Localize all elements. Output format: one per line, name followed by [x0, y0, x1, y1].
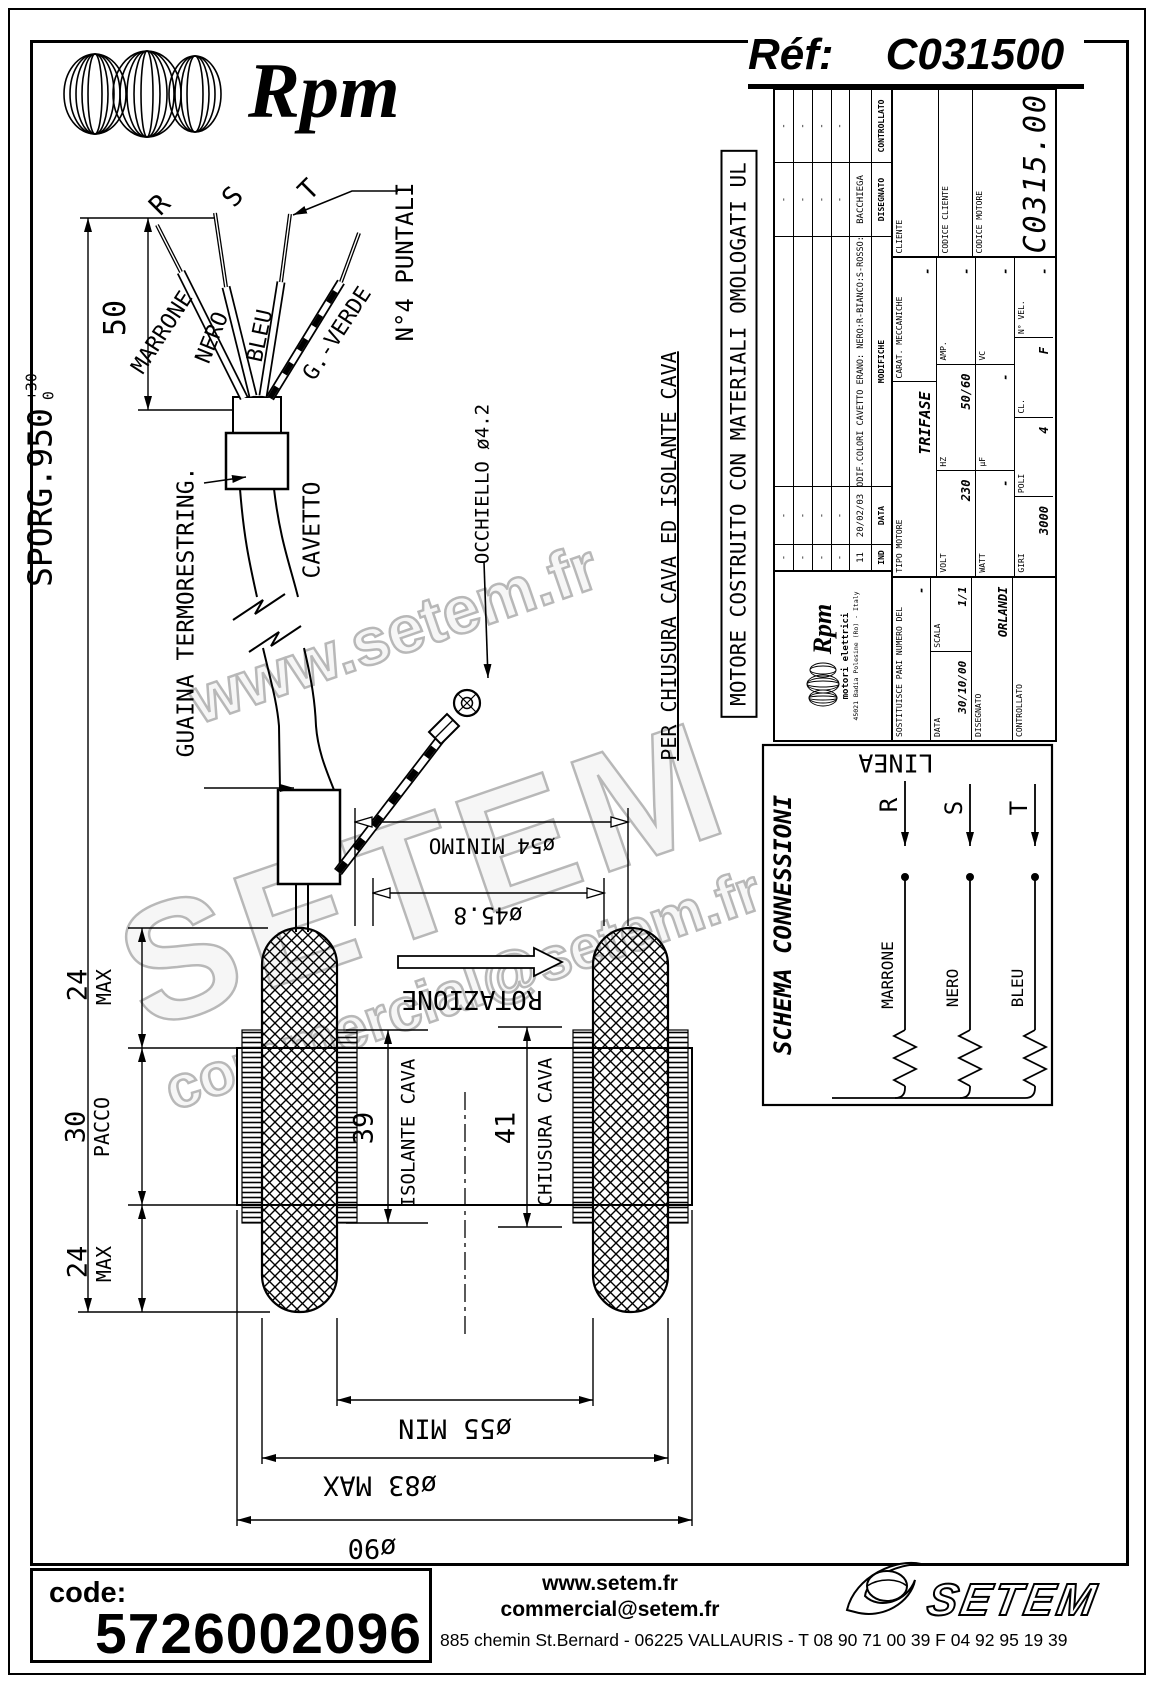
dim-24-bot-max: MAX: [92, 1245, 116, 1283]
code-label: code:: [49, 1577, 127, 1609]
note-motore-ul: MOTORE COSTRUITO CON MATERIALI OMOLOGATI…: [720, 150, 758, 718]
label-rotazione: ROTAZIONE: [401, 984, 543, 1014]
label-guaina: GUAINA TERMORESTRING.: [173, 466, 200, 758]
field-cl: CL. F: [1015, 337, 1053, 417]
rpm-logo: Rpm: [52, 52, 400, 130]
field-amp: AMP. -: [939, 267, 973, 361]
sporg-value: SPORG.950: [20, 408, 60, 587]
sporg-tol-minus: 0: [39, 391, 57, 401]
title-block-sub: motori elettrici: [841, 612, 851, 700]
code-value: 5726002096: [95, 1602, 423, 1666]
title-block-brand: Rpm: [808, 603, 837, 655]
setem-logo-icon: [845, 1561, 922, 1615]
rpm-logo-text: Rpm: [248, 47, 400, 134]
field-codice-motore: CODICE MOTORE C0315.00: [975, 93, 1053, 254]
field-giri: GIRI 3000: [1015, 496, 1053, 576]
dim-83: ø83 MAX: [323, 1469, 437, 1501]
field-scala: SCALA 1/1: [933, 586, 969, 648]
title-block-logo: Rpm motori elettrici 45021 Badia Polesin…: [775, 570, 891, 740]
dim-30-pacco: PACCO: [90, 1096, 114, 1158]
field-cliente: CLIENTE: [893, 90, 939, 257]
dim-39: 39: [348, 1111, 380, 1145]
footer-address: 885 chemin St.Bernard - 06225 VALLAURIS …: [440, 1630, 1068, 1650]
revision-row: ----: [775, 90, 794, 570]
schema-linea: LINEA: [858, 748, 934, 778]
field-watt: WATT -: [976, 469, 1014, 576]
note-per-chiusura: PER CHIUSURA CAVA ED ISOLANTE CAVA: [657, 351, 681, 761]
rpm-logo-coils: [63, 50, 222, 138]
note-puntali: N°4 PUNTALI: [391, 182, 419, 342]
dim-sporg: SPORG.950 +30 0: [20, 373, 60, 587]
leader-lines: [203, 190, 492, 792]
setem-logo-text: SETEM: [923, 1573, 1104, 1626]
title-block-address: 45021 Badia Polesine (Ro) - Italy: [852, 591, 860, 721]
revision-row: ----: [831, 90, 851, 570]
ref-label: Réf:: [748, 30, 834, 79]
dim-41: 41: [490, 1111, 522, 1145]
schema-wire-marrone: MARRONE: [878, 941, 897, 1009]
dim-24-bot: 24: [62, 1245, 94, 1279]
rotation-arrow: [397, 946, 565, 978]
dim-41-chiusura: CHIUSURA CAVA: [534, 1057, 557, 1207]
title-block: Rpm motori elettrici 45021 Badia Polesin…: [773, 88, 1057, 742]
stator-core: [236, 926, 693, 1338]
dim-30: 30: [60, 1110, 92, 1144]
field-controllato: CONTROLLATO: [1015, 684, 1024, 737]
cable: [224, 396, 342, 932]
sporg-tol-plus: +30: [22, 373, 41, 401]
wire-fan: [155, 212, 361, 401]
field-vc: VC -: [978, 267, 1012, 361]
schema-linework: [761, 743, 1054, 1107]
dim-90: ø90: [347, 1532, 397, 1564]
field-poli: POLI 4: [1015, 416, 1053, 497]
reference-block: Réf: C031500: [748, 30, 1084, 89]
dimension-lines: [78, 217, 693, 1526]
ground-wire-eyelet: [334, 688, 482, 876]
dim-55: ø55 MIN: [398, 1412, 512, 1444]
outer-border: [8, 8, 1146, 1675]
main-frame: [30, 40, 1129, 1566]
field-nvel: N° VEL. -: [1017, 267, 1051, 334]
ref-value: C031500: [885, 30, 1065, 79]
field-volt: VOLT 230: [937, 469, 975, 576]
footer-email: commercial@setem.fr: [500, 1598, 720, 1621]
field-codice-cliente: CODICE CLIENTE: [939, 90, 973, 257]
field-carat-meccaniche: CARAT. MECCANICHE -: [895, 267, 934, 379]
label-occhiello: OCCHIELLO ø4.2: [471, 403, 494, 565]
code-box: code: 5726002096: [30, 1568, 432, 1666]
schema-phase-t: T: [1005, 800, 1033, 816]
schema-wire-bleu: BLEU: [1008, 968, 1027, 1008]
field-data: DATA 30/10/00: [931, 650, 971, 740]
dim-24-top: 24: [62, 968, 94, 1002]
footer-website: www.setem.fr: [542, 1572, 678, 1595]
dim-39-isolante: ISOLANTE CAVA: [397, 1058, 420, 1208]
field-tipo-motore: TIPO MOTORE TRIFASE: [893, 381, 936, 576]
revision-row: ----: [793, 90, 813, 570]
dim-45-8: ø45.8: [453, 901, 523, 928]
label-cavetto: CAVETTO: [299, 481, 326, 579]
dim-54: ø54 MINIMO: [428, 833, 556, 858]
dim-24-top-max: MAX: [92, 968, 116, 1006]
schema-wire-nero: NERO: [943, 968, 962, 1008]
field-disegnato: DISEGNATO ORLANDI: [972, 577, 1013, 740]
title-block-logo-coils: [806, 662, 840, 707]
schema-title: SCHEMA CONNESSIONI: [769, 794, 797, 1056]
field-sostituisce: SOSTITUISCE PARI NUMERO DEL -: [893, 577, 931, 740]
schema-phase-s: S: [940, 800, 968, 816]
revision-row: ----: [812, 90, 832, 570]
field-uf: µF -: [976, 363, 1014, 470]
field-hz: HZ 50/60: [937, 363, 975, 470]
dim-50: 50: [98, 299, 133, 337]
schema-phase-r: R: [875, 797, 903, 813]
